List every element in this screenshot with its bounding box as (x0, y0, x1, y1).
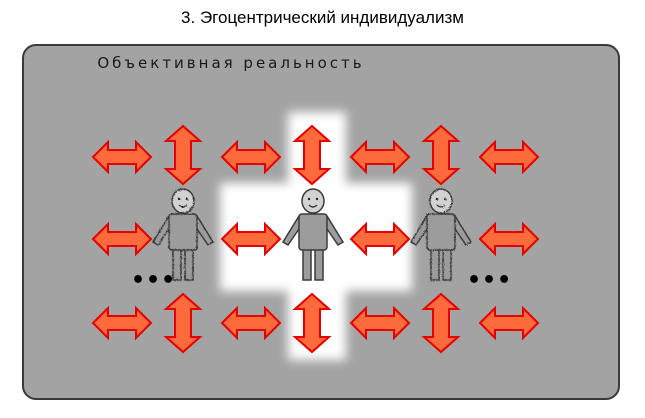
panel-label: Объективная реальность (24, 54, 618, 72)
vertical-double-arrow-4 (292, 292, 332, 354)
horizontal-double-arrow-3 (478, 139, 540, 175)
horizontal-arrows (91, 139, 540, 341)
ellipsis-left: ••• (131, 268, 177, 293)
center-person-figure (281, 188, 345, 281)
vertical-double-arrow-2 (421, 124, 461, 186)
vertical-arrows (163, 124, 461, 354)
vertical-double-arrow-0 (163, 124, 203, 186)
horizontal-double-arrow-2 (349, 139, 411, 175)
horizontal-double-arrow-8 (91, 305, 153, 341)
vertical-double-arrow-1 (292, 124, 332, 186)
horizontal-double-arrow-5 (220, 221, 282, 257)
horizontal-double-arrow-7 (478, 221, 540, 257)
horizontal-double-arrow-10 (349, 305, 411, 341)
horizontal-double-arrow-9 (220, 305, 282, 341)
right-person-figure (409, 188, 473, 281)
figures (151, 188, 473, 281)
horizontal-double-arrow-11 (478, 305, 540, 341)
vertical-double-arrow-3 (163, 292, 203, 354)
diagram-title: 3. Эгоцентрический индивидуализм (181, 8, 464, 27)
horizontal-double-arrow-0 (91, 139, 153, 175)
horizontal-double-arrow-6 (349, 221, 411, 257)
ellipsis-right: ••• (467, 268, 513, 293)
horizontal-double-arrow-1 (220, 139, 282, 175)
horizontal-double-arrow-4 (91, 221, 153, 257)
left-person-figure (151, 188, 215, 281)
panel-label-text: Объективная реальность (97, 54, 365, 72)
vertical-double-arrow-5 (421, 292, 461, 354)
